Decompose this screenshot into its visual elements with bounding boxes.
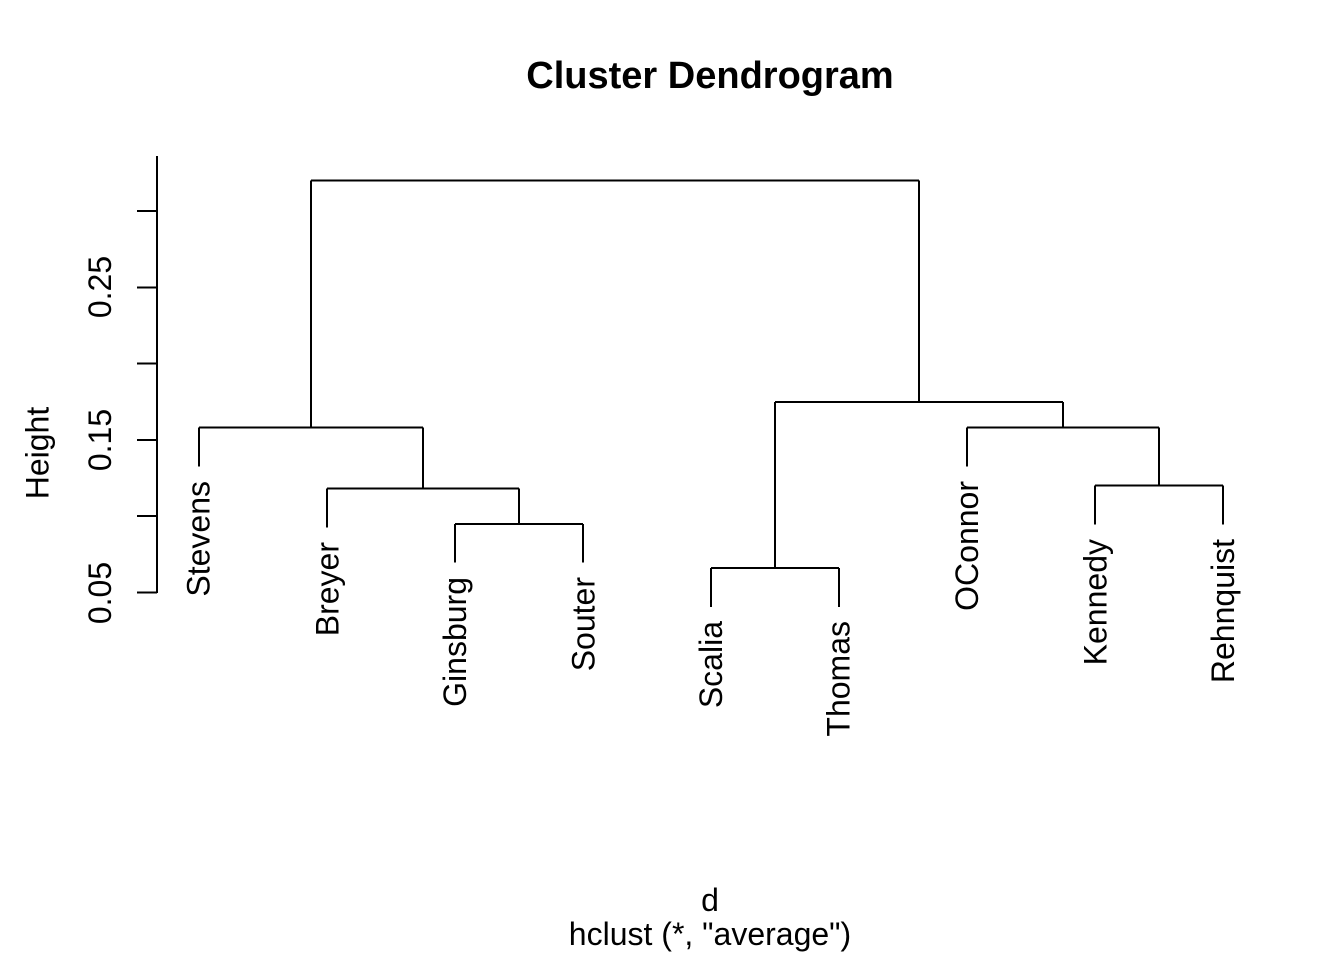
leaf-label-souter: Souter	[565, 576, 601, 672]
leaf-label-rehnquist: Rehnquist	[1205, 538, 1241, 683]
y-tick-label-0.05: 0.05	[60, 543, 140, 643]
y-tick-label-0.15: 0.15	[60, 390, 140, 490]
leaf-label-stevens: Stevens	[181, 480, 217, 597]
leaf-label-oconnor: OConnor	[949, 480, 985, 611]
y-tick-label-text: 0.25	[82, 256, 118, 319]
y-tick-label-text: 0.05	[82, 561, 118, 624]
leaf-label-thomas: Thomas	[821, 620, 857, 737]
y-tick-label-text: 0.15	[82, 408, 118, 472]
leaf-label-kennedy: Kennedy	[1077, 538, 1113, 665]
x-axis-label: d	[701, 882, 719, 918]
subtitle: hclust (*, "average")	[568, 916, 852, 952]
y-tick-label-0.25: 0.25	[60, 237, 140, 337]
leaf-label-breyer: Breyer	[309, 541, 345, 636]
plot-title: Cluster Dendrogram	[526, 55, 894, 97]
leaf-label-scalia: Scalia	[693, 620, 729, 709]
leaf-label-ginsburg: Ginsburg	[437, 576, 473, 707]
